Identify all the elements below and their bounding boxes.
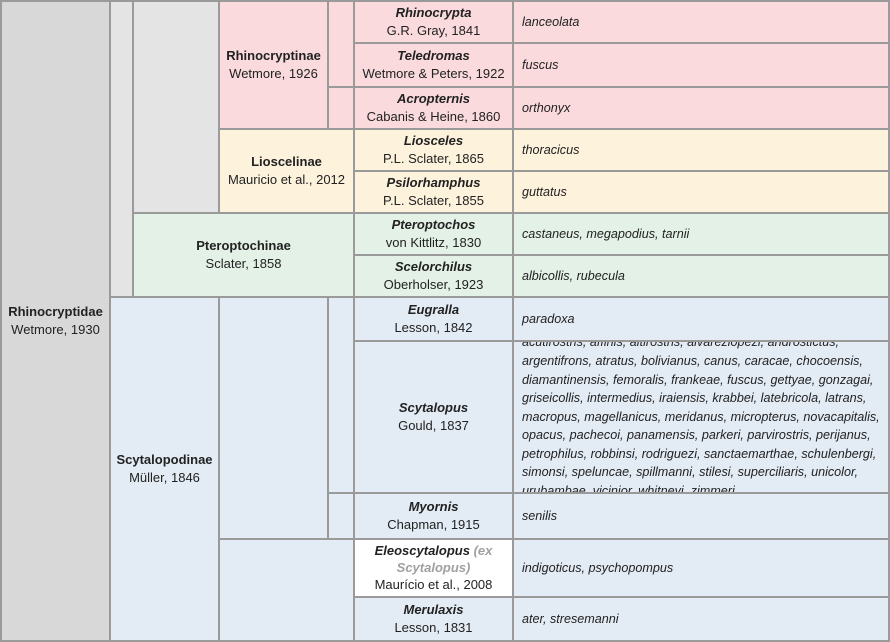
genus-author: Lesson, 1831 [394,620,473,635]
species-acropternis: orthonyx [512,86,890,130]
species-pteroptochos: castaneus, megapodius, tarnii [512,212,890,256]
genus-myornis: Myornis Chapman, 1915 [353,492,514,540]
species-liosceles: thoracicus [512,128,890,172]
subfamily-scytalopodinae: Scytalopodinae Müller, 1846 [109,296,220,642]
genus-eugralla: Eugralla Lesson, 1842 [353,296,514,342]
genus-name: Rhinocrypta [395,5,472,20]
species-eugralla: paradoxa [512,296,890,342]
species-list: acutirostris, affinis, altirostris, alva… [522,340,880,494]
genus-psilorhamphus: Psilorhamphus P.L. Sclater, 1855 [353,170,514,214]
subfamily-name: Scytalopodinae [116,452,213,467]
clade-bracket-top [109,0,134,298]
genus-name: Acropternis [397,91,470,106]
genus-author: Chapman, 1915 [387,517,480,532]
subfamily-name: Lioscelinae [251,154,322,169]
species-psilorhamphus: guttatus [512,170,890,214]
subfamily-name: Rhinocryptinae [226,48,321,63]
genus-name: Myornis [408,499,459,514]
genus-author: Gould, 1837 [398,418,469,433]
genus-merulaxis: Merulaxis Lesson, 1831 [353,596,514,642]
subfamily-author: Mauricio et al., 2012 [227,172,346,187]
species-teledromas: fuscus [512,42,890,88]
genus-eleoscytalopus: Eleoscytalopus (ex Scytalopus) Maurício … [353,538,514,598]
bracket-scytalopodinae-a [218,296,329,540]
subfamily-author: Müller, 1846 [129,470,200,485]
genus-name: Liosceles [403,133,464,148]
species-list: ater, stresemanni [522,611,619,626]
subfamily-name: Pteroptochinae [196,238,291,253]
species-scytalopus: acutirostris, affinis, altirostris, alva… [512,340,890,494]
species-eleoscytalopus: indigoticus, psychopompus [512,538,890,598]
species-list: lanceolata [522,14,580,29]
subfamily-rhinocryptinae: Rhinocryptinae Wetmore, 1926 [218,0,329,130]
subfamily-lioscelinae: Lioscelinae Mauricio et al., 2012 [218,128,355,214]
bracket-rhinocryptinae-b [327,86,355,130]
species-list: guttatus [522,184,567,199]
genus-name: Pteroptochos [391,217,476,232]
genus-author: P.L. Sclater, 1865 [383,151,484,166]
genus-rhinocrypta: Rhinocrypta G.R. Gray, 1841 [353,0,514,44]
species-list: thoracicus [522,142,580,157]
clade-bracket-inner [132,0,220,214]
species-list: senilis [522,508,557,523]
species-list: orthonyx [522,100,571,115]
species-list: paradoxa [522,311,575,326]
species-list: fuscus [522,57,559,72]
family-name: Rhinocryptidae [8,304,103,319]
subfamily-pteroptochinae: Pteroptochinae Sclater, 1858 [132,212,355,298]
genus-author: Cabanis & Heine, 1860 [366,109,501,124]
bracket-rhinocryptinae-a [327,0,355,88]
genus-name: Psilorhamphus [386,175,481,190]
genus-author: von Kittlitz, 1830 [385,235,482,250]
subfamily-author: Sclater, 1858 [205,256,282,271]
species-myornis: senilis [512,492,890,540]
genus-name: Eleoscytalopus [374,543,470,558]
genus-liosceles: Liosceles P.L. Sclater, 1865 [353,128,514,172]
genus-scytalopus: Scytalopus Gould, 1837 [353,340,514,494]
genus-acropternis: Acropternis Cabanis & Heine, 1860 [353,86,514,130]
genus-name: Scelorchilus [394,259,473,274]
genus-name: Merulaxis [403,602,464,617]
family-cell: Rhinocryptidae Wetmore, 1930 [0,0,111,642]
subfamily-author: Wetmore, 1926 [229,66,318,81]
species-list: indigoticus, psychopompus [522,560,674,575]
genus-pteroptochos: Pteroptochos von Kittlitz, 1830 [353,212,514,256]
genus-name: Scytalopus [398,400,469,415]
genus-author: Maurício et al., 2008 [374,577,493,592]
genus-teledromas: Teledromas Wetmore & Peters, 1922 [353,42,514,88]
genus-author: P.L. Sclater, 1855 [383,193,484,208]
genus-name: Eugralla [407,302,460,317]
bracket-scytalopodinae-c [327,492,355,540]
bracket-scytalopodinae-d [218,538,355,642]
genus-author: Lesson, 1842 [394,320,473,335]
genus-name-note: (ex Scytalopus) [396,543,493,575]
genus-scelorchilus: Scelorchilus Oberholser, 1923 [353,254,514,298]
species-scelorchilus: albicollis, rubecula [512,254,890,298]
species-list: castaneus, megapodius, tarnii [522,226,690,241]
genus-name: Teledromas [397,48,470,63]
family-author: Wetmore, 1930 [11,322,100,337]
bracket-scytalopodinae-b [327,296,355,494]
species-rhinocrypta: lanceolata [512,0,890,44]
genus-author: G.R. Gray, 1841 [386,23,481,38]
genus-author: Oberholser, 1923 [383,277,484,292]
genus-author: Wetmore & Peters, 1922 [362,66,505,81]
species-list: albicollis, rubecula [522,268,625,283]
species-merulaxis: ater, stresemanni [512,596,890,642]
